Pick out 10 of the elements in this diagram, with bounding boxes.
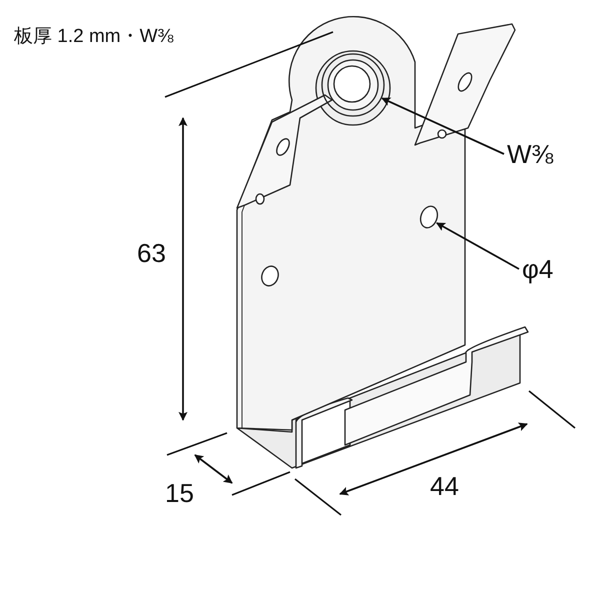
callout-label: W⅜ (507, 141, 554, 167)
dimension-value: 63 (137, 240, 166, 266)
callout-label: φ4 (522, 256, 554, 282)
thickness-note: 板厚 1.2 mm・W⅜ (14, 27, 174, 46)
dimension-value: 44 (430, 473, 459, 499)
mounting-hole (420, 206, 438, 228)
leader-arrow (381, 97, 504, 155)
bore-hole (321, 53, 385, 117)
leader-arrow (436, 222, 520, 270)
dimension-value: 15 (165, 480, 194, 506)
